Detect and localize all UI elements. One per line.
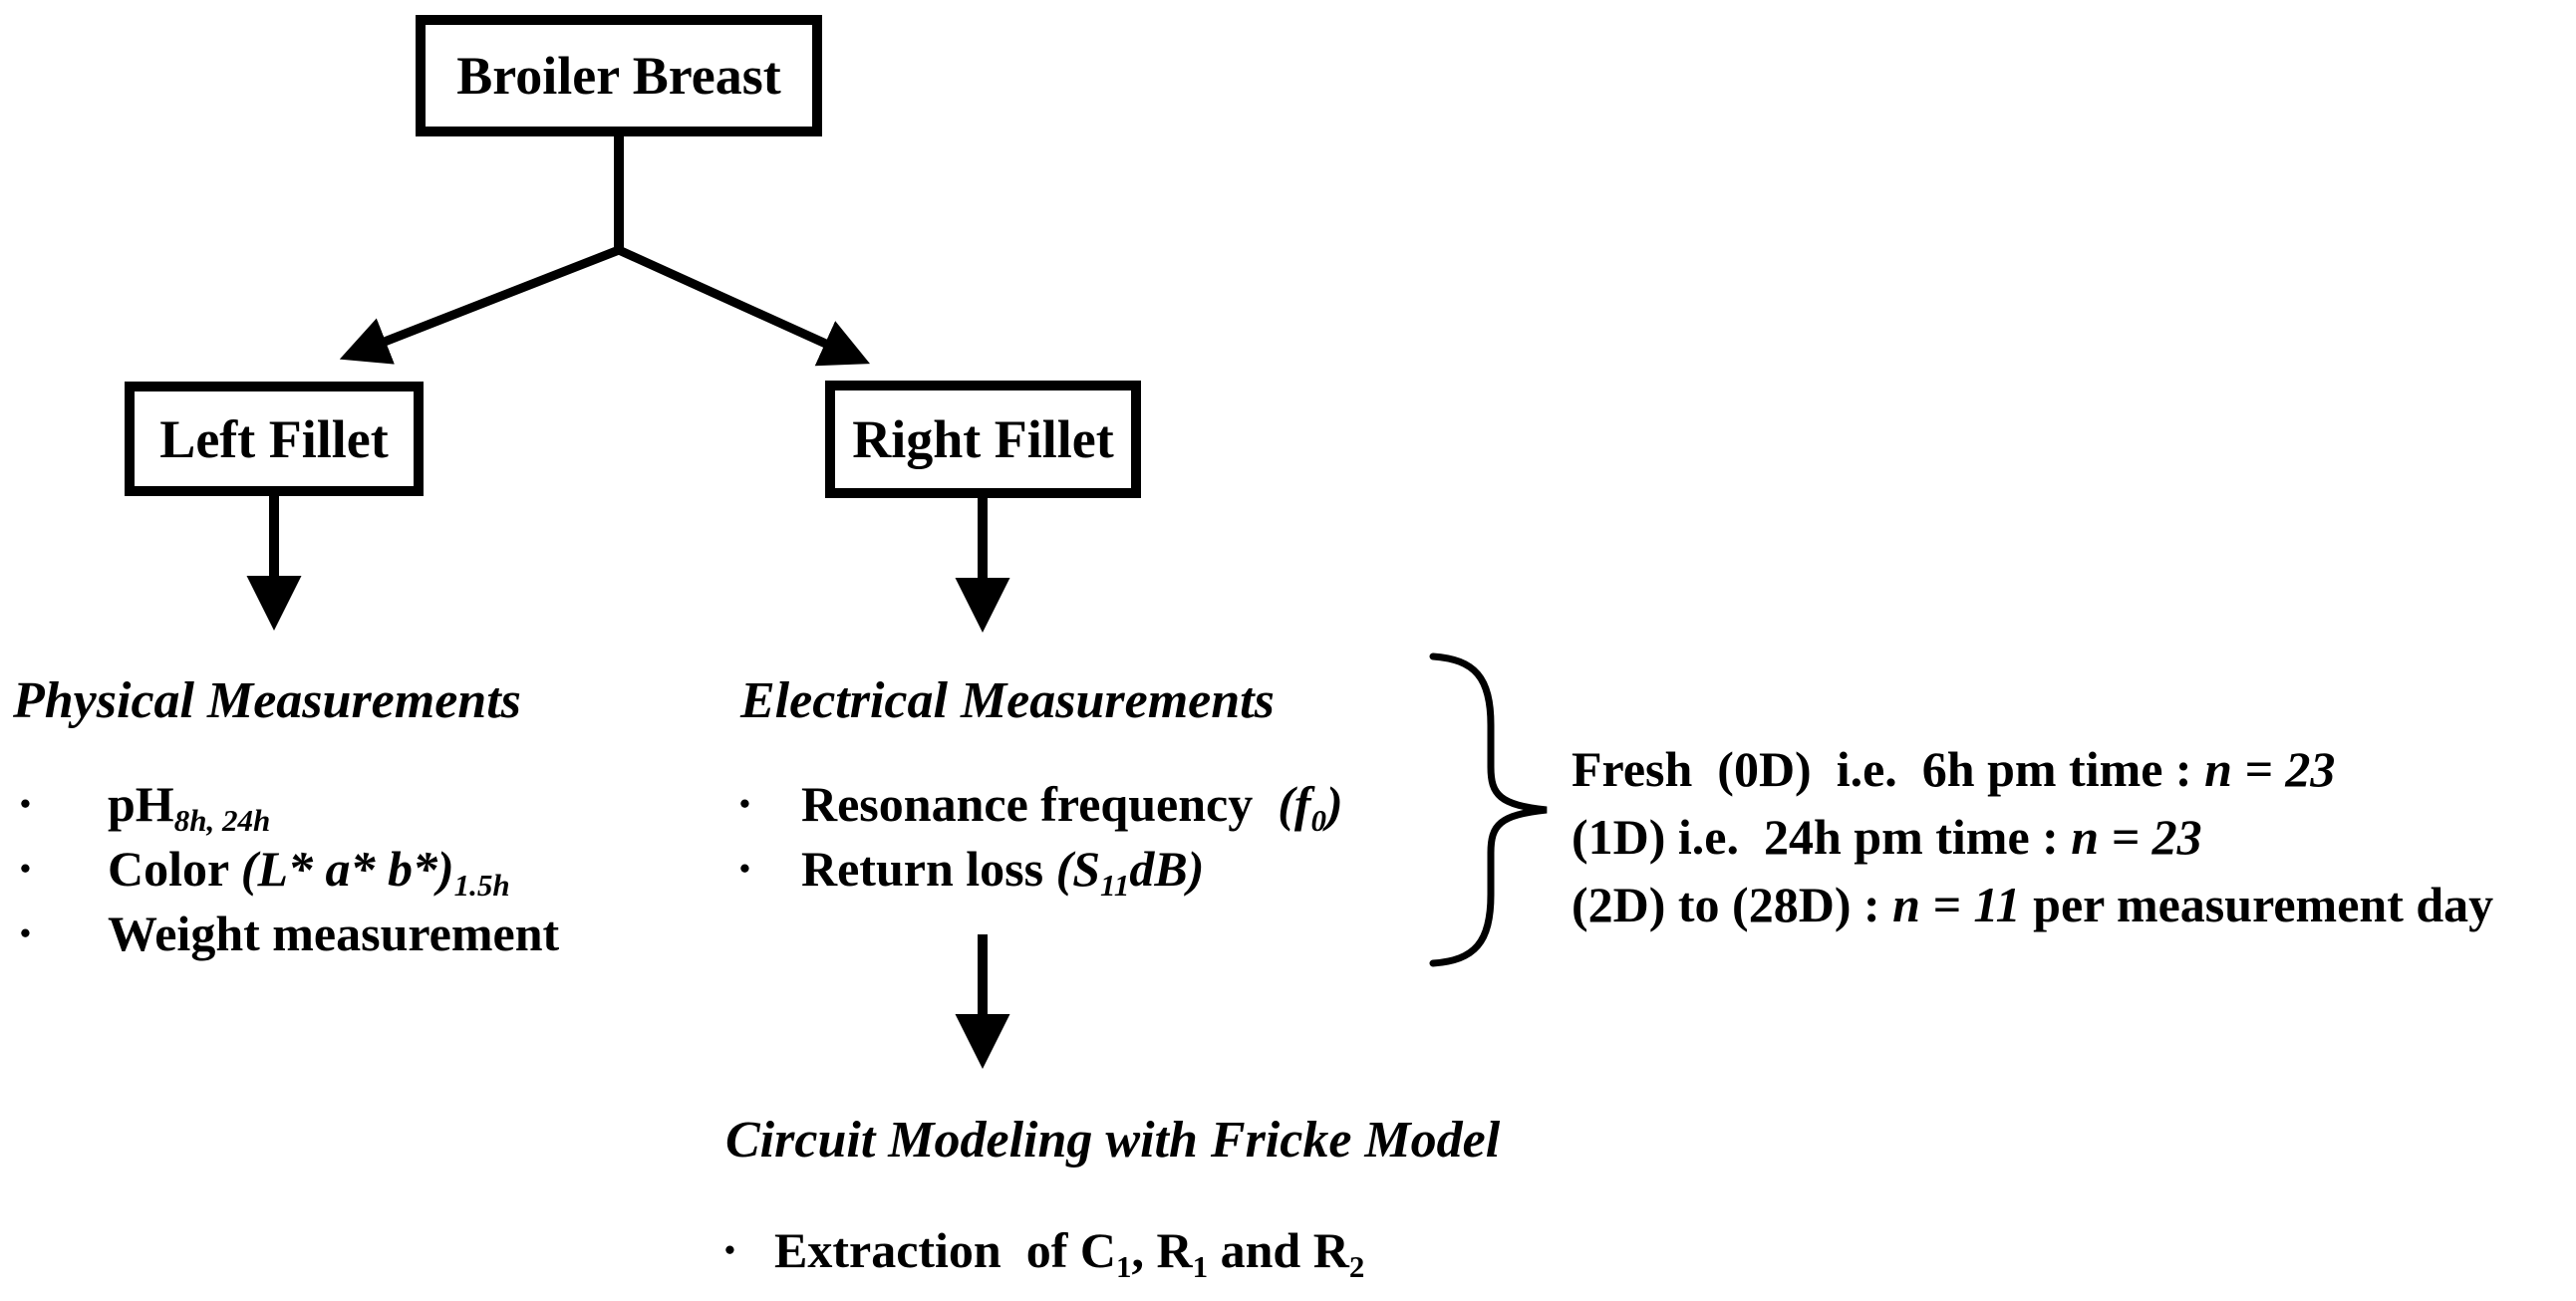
text-segment: , R (1131, 1222, 1193, 1278)
text-segment: and R (1208, 1222, 1349, 1278)
text-segment: 11 (1100, 867, 1130, 903)
sample-line: Fresh (0D) i.e. 6h pm time : n = 23 (1572, 735, 2493, 803)
broiler-breast-label: Broiler Breast (456, 46, 781, 106)
list-item: • Color (L* a* b*)1.5h (20, 841, 559, 901)
sample-size-notes: Fresh (0D) i.e. 6h pm time : n = 23(1D) … (1572, 735, 2493, 938)
text-segment: 0 (1310, 802, 1327, 838)
text-segment: n = 11 (1892, 877, 2021, 932)
text-segment: Resonance frequency (801, 776, 1279, 832)
left-fillet-box: Left Fillet (125, 382, 424, 496)
bullet-icon: • (20, 915, 31, 950)
electrical-measurements-list: • Resonance frequency (f0) • Return loss (S… (739, 777, 1343, 907)
bullet-icon: • (20, 851, 31, 886)
arrow-broiler-to-left-fillet (339, 245, 621, 365)
text-segment: n = 23 (2071, 809, 2202, 865)
list-item: •Extraction of C1, R1 and R2 (724, 1222, 1364, 1282)
text-segment: Extraction of C (774, 1222, 1116, 1278)
text-segment: Color (108, 841, 241, 897)
text-segment: n = 23 (2204, 741, 2336, 797)
broiler-breast-box: Broiler Breast (416, 15, 822, 136)
text-segment: per measurement day (2020, 877, 2494, 932)
list-item-text: Extraction of C1, R1 and R2 (774, 1222, 1364, 1282)
list-item-text: Color (L* a* b*)1.5h (108, 841, 510, 901)
bullet-icon: • (724, 1232, 735, 1267)
physical-measurements-list: • pH8h, 24h • Color (L* a* b*)1.5h • Weight m… (20, 777, 559, 971)
electrical-measurements-heading: Electrical Measurements (740, 672, 1275, 729)
list-item-text: Weight measurement (108, 907, 559, 961)
list-item: • Resonance frequency (f0) (739, 776, 1343, 836)
bullet-icon: • (739, 786, 750, 821)
extraction-list: •Extraction of C1, R1 and R2 (724, 1223, 1364, 1288)
text-segment: dB (1129, 841, 1188, 897)
text-segment: (f (1278, 776, 1311, 832)
text-segment: Fresh (0D) i.e. 6h pm time : (1572, 741, 2205, 797)
text-segment: (L* a* b*) (240, 841, 454, 897)
text-segment: ) (1326, 776, 1343, 832)
list-item-text: Return loss (S11dB) (801, 841, 1205, 901)
arrow-broiler-to-right-fillet (617, 245, 871, 367)
text-segment: 1 (1116, 1248, 1132, 1284)
text-segment: 8h, 24h (173, 802, 271, 838)
right-fillet-box: Right Fillet (825, 381, 1141, 498)
list-item-text: Resonance frequency (f0) (801, 776, 1343, 836)
list-item: • Return loss (S11dB) (739, 841, 1343, 901)
bullet-icon: • (739, 851, 750, 886)
text-segment: pH (108, 776, 174, 832)
text-segment: 1.5h (453, 867, 510, 903)
text-segment: (2D) to (28D) : (1572, 877, 1893, 932)
left-fillet-label: Left Fillet (159, 408, 389, 469)
circuit-modeling-heading: Circuit Modeling with Fricke Model (725, 1112, 1501, 1169)
text-segment: (S (1055, 841, 1101, 897)
bullet-icon: • (20, 786, 31, 821)
text-segment: ) (1187, 841, 1205, 897)
sample-line: (2D) to (28D) : n = 11 per measurement d… (1572, 871, 2493, 938)
sample-line: (1D) i.e. 24h pm time : n = 23 (1572, 803, 2493, 871)
text-segment: Return loss (801, 841, 1056, 897)
text-segment: Weight measurement (108, 906, 560, 961)
text-segment: 2 (1348, 1248, 1365, 1284)
list-item: • pH8h, 24h (20, 776, 559, 836)
curly-brace (1429, 652, 1548, 967)
text-segment: 1 (1192, 1248, 1209, 1284)
physical-measurements-heading: Physical Measurements (13, 672, 521, 729)
text-segment: (1D) i.e. 24h pm time : (1572, 809, 2072, 865)
right-fillet-label: Right Fillet (852, 409, 1114, 469)
list-item: • Weight measurement (20, 907, 559, 961)
list-item-text: pH8h, 24h (108, 776, 270, 836)
